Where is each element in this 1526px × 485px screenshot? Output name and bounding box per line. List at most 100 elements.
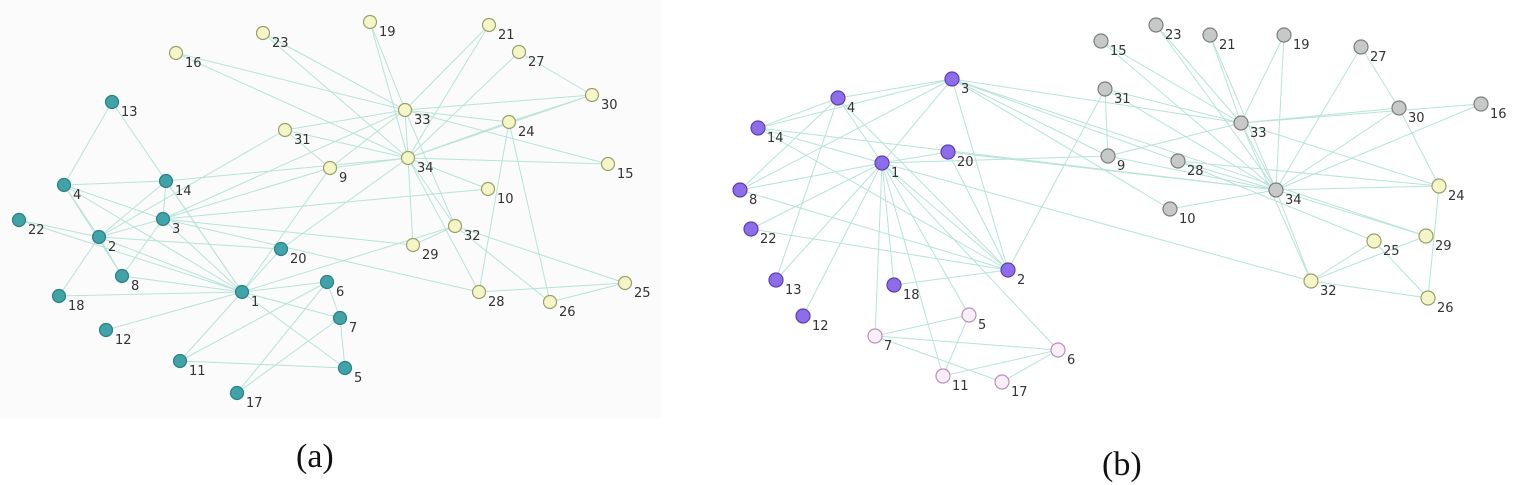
edge-24-26 <box>508 121 551 303</box>
node-13 <box>768 272 784 288</box>
edge-1-20 <box>241 248 282 293</box>
node-label-1: 1 <box>251 295 259 310</box>
node-label-27: 27 <box>528 55 545 70</box>
nodes: 1234567891011121314151617181920212223242… <box>732 17 1507 400</box>
node-label-19: 19 <box>379 25 396 40</box>
edge-16-34 <box>1275 103 1482 191</box>
edge-16-33 <box>1240 103 1482 124</box>
edge-1-32 <box>881 162 1312 282</box>
edge-31-33 <box>284 109 406 131</box>
node-19 <box>362 14 378 30</box>
node-label-14: 14 <box>175 184 192 199</box>
edge-23-34 <box>1155 24 1277 191</box>
edge-1-6 <box>881 162 1059 351</box>
edge-10-34 <box>1169 189 1277 210</box>
node-32 <box>1303 273 1319 289</box>
node-2 <box>1000 262 1016 278</box>
edge-27-30 <box>1360 46 1400 109</box>
node-label-18: 18 <box>903 288 920 303</box>
edge-3-29 <box>162 218 414 246</box>
edge-25-26 <box>1373 240 1429 299</box>
edge-24-28 <box>478 121 510 293</box>
edge-23-34 <box>262 32 409 159</box>
edge-6-11 <box>942 349 1059 377</box>
node-label-12: 12 <box>115 333 132 348</box>
node-27 <box>1353 39 1369 55</box>
node-label-15: 15 <box>617 167 634 182</box>
edge-24-28 <box>1177 160 1440 187</box>
node-label-12: 12 <box>812 319 829 334</box>
edge-3-4 <box>837 78 953 99</box>
node-label-14: 14 <box>767 131 784 146</box>
node-label-3: 3 <box>172 222 180 237</box>
node-3 <box>944 71 960 87</box>
node-label-20: 20 <box>290 252 307 267</box>
edge-6-7 <box>874 335 1059 351</box>
edge-2-31 <box>1007 88 1106 271</box>
node-4 <box>56 177 72 193</box>
edge-1-3 <box>162 218 243 293</box>
node-label-16: 16 <box>1490 107 1507 122</box>
node-25 <box>1366 233 1382 249</box>
edge-30-33 <box>1240 107 1400 124</box>
edge-3-10 <box>951 78 1171 210</box>
node-label-17: 17 <box>246 396 263 411</box>
node-label-27: 27 <box>1370 50 1387 65</box>
edge-2-18 <box>893 269 1009 286</box>
edge-1-7 <box>241 291 341 319</box>
edge-23-33 <box>262 32 406 111</box>
node-label-11: 11 <box>952 379 969 394</box>
node-6 <box>319 274 335 290</box>
nodes: 1234567891011121314151617181920212223242… <box>11 14 651 411</box>
edge-1-3 <box>881 78 953 164</box>
edge-28-34 <box>1177 160 1277 191</box>
node-label-7: 7 <box>349 321 357 336</box>
edge-33-34 <box>404 109 409 159</box>
edge-30-33 <box>404 94 593 111</box>
node-21 <box>1202 27 1218 43</box>
node-label-13: 13 <box>785 283 802 298</box>
edge-3-14 <box>757 78 953 129</box>
edge-16-33 <box>175 52 406 111</box>
node-label-4: 4 <box>847 101 855 116</box>
node-26 <box>542 294 558 310</box>
edge-25-28 <box>478 282 626 293</box>
node-12 <box>795 308 811 324</box>
node-4 <box>830 90 846 106</box>
edge-32-33 <box>1240 122 1312 282</box>
node-20 <box>940 144 956 160</box>
node-15 <box>600 156 616 172</box>
edge-31-34 <box>1104 88 1277 191</box>
edge-16-34 <box>175 52 409 159</box>
node-17 <box>229 385 245 401</box>
node-5 <box>961 307 977 323</box>
node-13 <box>104 94 120 110</box>
node-8 <box>732 182 748 198</box>
edge-1-12 <box>105 291 243 331</box>
node-label-24: 24 <box>518 125 535 140</box>
node-23 <box>255 25 271 41</box>
node-label-21: 21 <box>1219 38 1236 53</box>
edges <box>739 24 1482 383</box>
edge-5-7 <box>874 314 970 337</box>
edge-26-32 <box>1310 280 1429 299</box>
node-label-32: 32 <box>464 229 481 244</box>
edge-31-33 <box>1104 88 1242 124</box>
edge-7-17 <box>874 335 1003 383</box>
edge-3-8 <box>121 218 164 277</box>
edge-1-18 <box>58 291 243 297</box>
node-label-31: 31 <box>1114 92 1131 107</box>
node-label-2: 2 <box>1017 273 1025 288</box>
node-label-16: 16 <box>185 56 202 71</box>
edge-3-4 <box>63 184 164 220</box>
node-label-28: 28 <box>488 295 505 310</box>
edge-33-34 <box>1240 122 1277 191</box>
node-label-13: 13 <box>121 105 138 120</box>
edge-2-3 <box>98 218 164 238</box>
node-label-10: 10 <box>1179 212 1196 227</box>
node-label-33: 33 <box>414 113 431 128</box>
node-label-32: 32 <box>1320 284 1337 299</box>
edge-25-26 <box>549 282 626 303</box>
edge-2-22 <box>750 228 1009 271</box>
edge-3-28 <box>162 218 480 293</box>
